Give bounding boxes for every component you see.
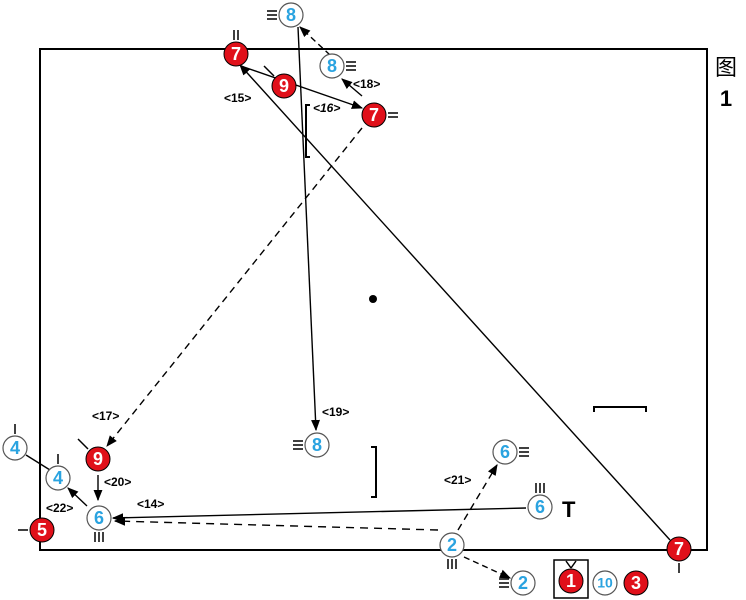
step-label-16: <16> xyxy=(313,101,340,115)
player-number: 2 xyxy=(518,573,528,593)
pass-8-to-8 xyxy=(299,26,331,56)
player-token-circle xyxy=(85,446,111,472)
run-8-top-down xyxy=(297,26,321,432)
run-22 xyxy=(67,487,88,507)
player-token-circle xyxy=(592,570,618,596)
run-14 xyxy=(111,507,527,523)
player-number: 5 xyxy=(37,520,47,540)
mini-goal-top xyxy=(305,104,310,158)
player-token-circle xyxy=(45,465,71,491)
step-label-15: <15> xyxy=(224,91,251,105)
player-red-5: 5 xyxy=(18,517,55,543)
player-red-7: 7 xyxy=(666,536,692,573)
player-token-circle xyxy=(558,568,584,594)
player-token-circle xyxy=(439,532,465,558)
step-label-14: <14> xyxy=(137,497,164,511)
pass-17 xyxy=(106,127,363,447)
player-blue-6: 6 xyxy=(527,483,553,520)
player-red-9: 9 xyxy=(263,65,297,99)
step-label-19: <19> xyxy=(322,405,349,419)
step-label-18: <18> xyxy=(353,77,380,91)
step-label-20: <20> xyxy=(104,475,131,489)
player-number: 8 xyxy=(327,56,337,76)
player-number: 9 xyxy=(93,449,103,469)
field-boundary xyxy=(39,48,708,551)
player-token-circle xyxy=(86,505,112,531)
player-blue-6: 6 xyxy=(86,505,112,542)
player-blue-4: 4 xyxy=(2,424,28,461)
player-token-circle xyxy=(304,432,330,458)
player-blue-2: 2 xyxy=(499,570,536,596)
step-label-22: <22> xyxy=(46,501,73,515)
mini-goal-middle xyxy=(371,446,377,498)
player-token-circle xyxy=(223,41,249,67)
run-7-long xyxy=(239,64,671,541)
center-spot xyxy=(369,295,377,303)
player-number: 8 xyxy=(286,5,296,25)
player-number: 4 xyxy=(10,438,20,458)
player-blue-2: 2 xyxy=(439,532,465,569)
player-token-circle xyxy=(623,570,649,596)
player-blue-4: 4 xyxy=(45,454,71,491)
step-label-17: <17> xyxy=(92,409,119,423)
player-token-circle xyxy=(278,2,304,28)
player-number: 10 xyxy=(597,575,613,591)
player-number: 8 xyxy=(312,435,322,455)
run-4-top xyxy=(25,454,51,471)
figure-label-number: 1 xyxy=(719,86,733,111)
player-number: 7 xyxy=(674,539,684,559)
player-red-1: 1 xyxy=(558,560,584,594)
player-token-circle xyxy=(2,435,28,461)
player-token-circle xyxy=(319,53,345,79)
player-number: 4 xyxy=(53,468,63,488)
goalkeeper-box xyxy=(553,559,589,599)
player-number: 3 xyxy=(631,573,641,593)
player-blue-8: 8 xyxy=(267,2,304,28)
player-number: 6 xyxy=(94,508,104,528)
pass-2-to-2 xyxy=(463,556,512,579)
figure-label-char: 图 xyxy=(714,56,737,81)
player-token-circle xyxy=(271,73,297,99)
player-red-7: 7 xyxy=(361,102,398,128)
cone-t-symbol: T xyxy=(562,497,576,522)
player-blue-8: 8 xyxy=(293,432,330,458)
run-18 xyxy=(341,78,363,97)
player-blue-6: 6 xyxy=(492,439,529,465)
player-number: 7 xyxy=(369,105,379,125)
player-number: 7 xyxy=(231,44,241,64)
player-number: 2 xyxy=(447,535,457,555)
player-blue-10: 10 xyxy=(592,570,618,596)
pass-21 xyxy=(457,464,498,531)
player-token-circle xyxy=(510,570,536,596)
pass-6-to-6 xyxy=(113,516,439,531)
player-blue-8: 8 xyxy=(319,53,356,79)
player-token-circle xyxy=(666,536,692,562)
player-number: 1 xyxy=(566,571,576,591)
run-7-top xyxy=(240,65,364,109)
player-token-circle xyxy=(361,102,387,128)
player-red-7: 7 xyxy=(223,30,249,67)
player-number: 6 xyxy=(500,442,510,462)
player-token-circle xyxy=(29,517,55,543)
player-token-circle xyxy=(527,494,553,520)
player-token-circle xyxy=(492,439,518,465)
player-red-3: 3 xyxy=(623,570,649,596)
player-number: 9 xyxy=(279,76,289,96)
player-number: 6 xyxy=(535,497,545,517)
mini-goal-right xyxy=(593,406,647,412)
player-red-9: 9 xyxy=(77,438,111,472)
step-label-21: <21> xyxy=(444,473,471,487)
